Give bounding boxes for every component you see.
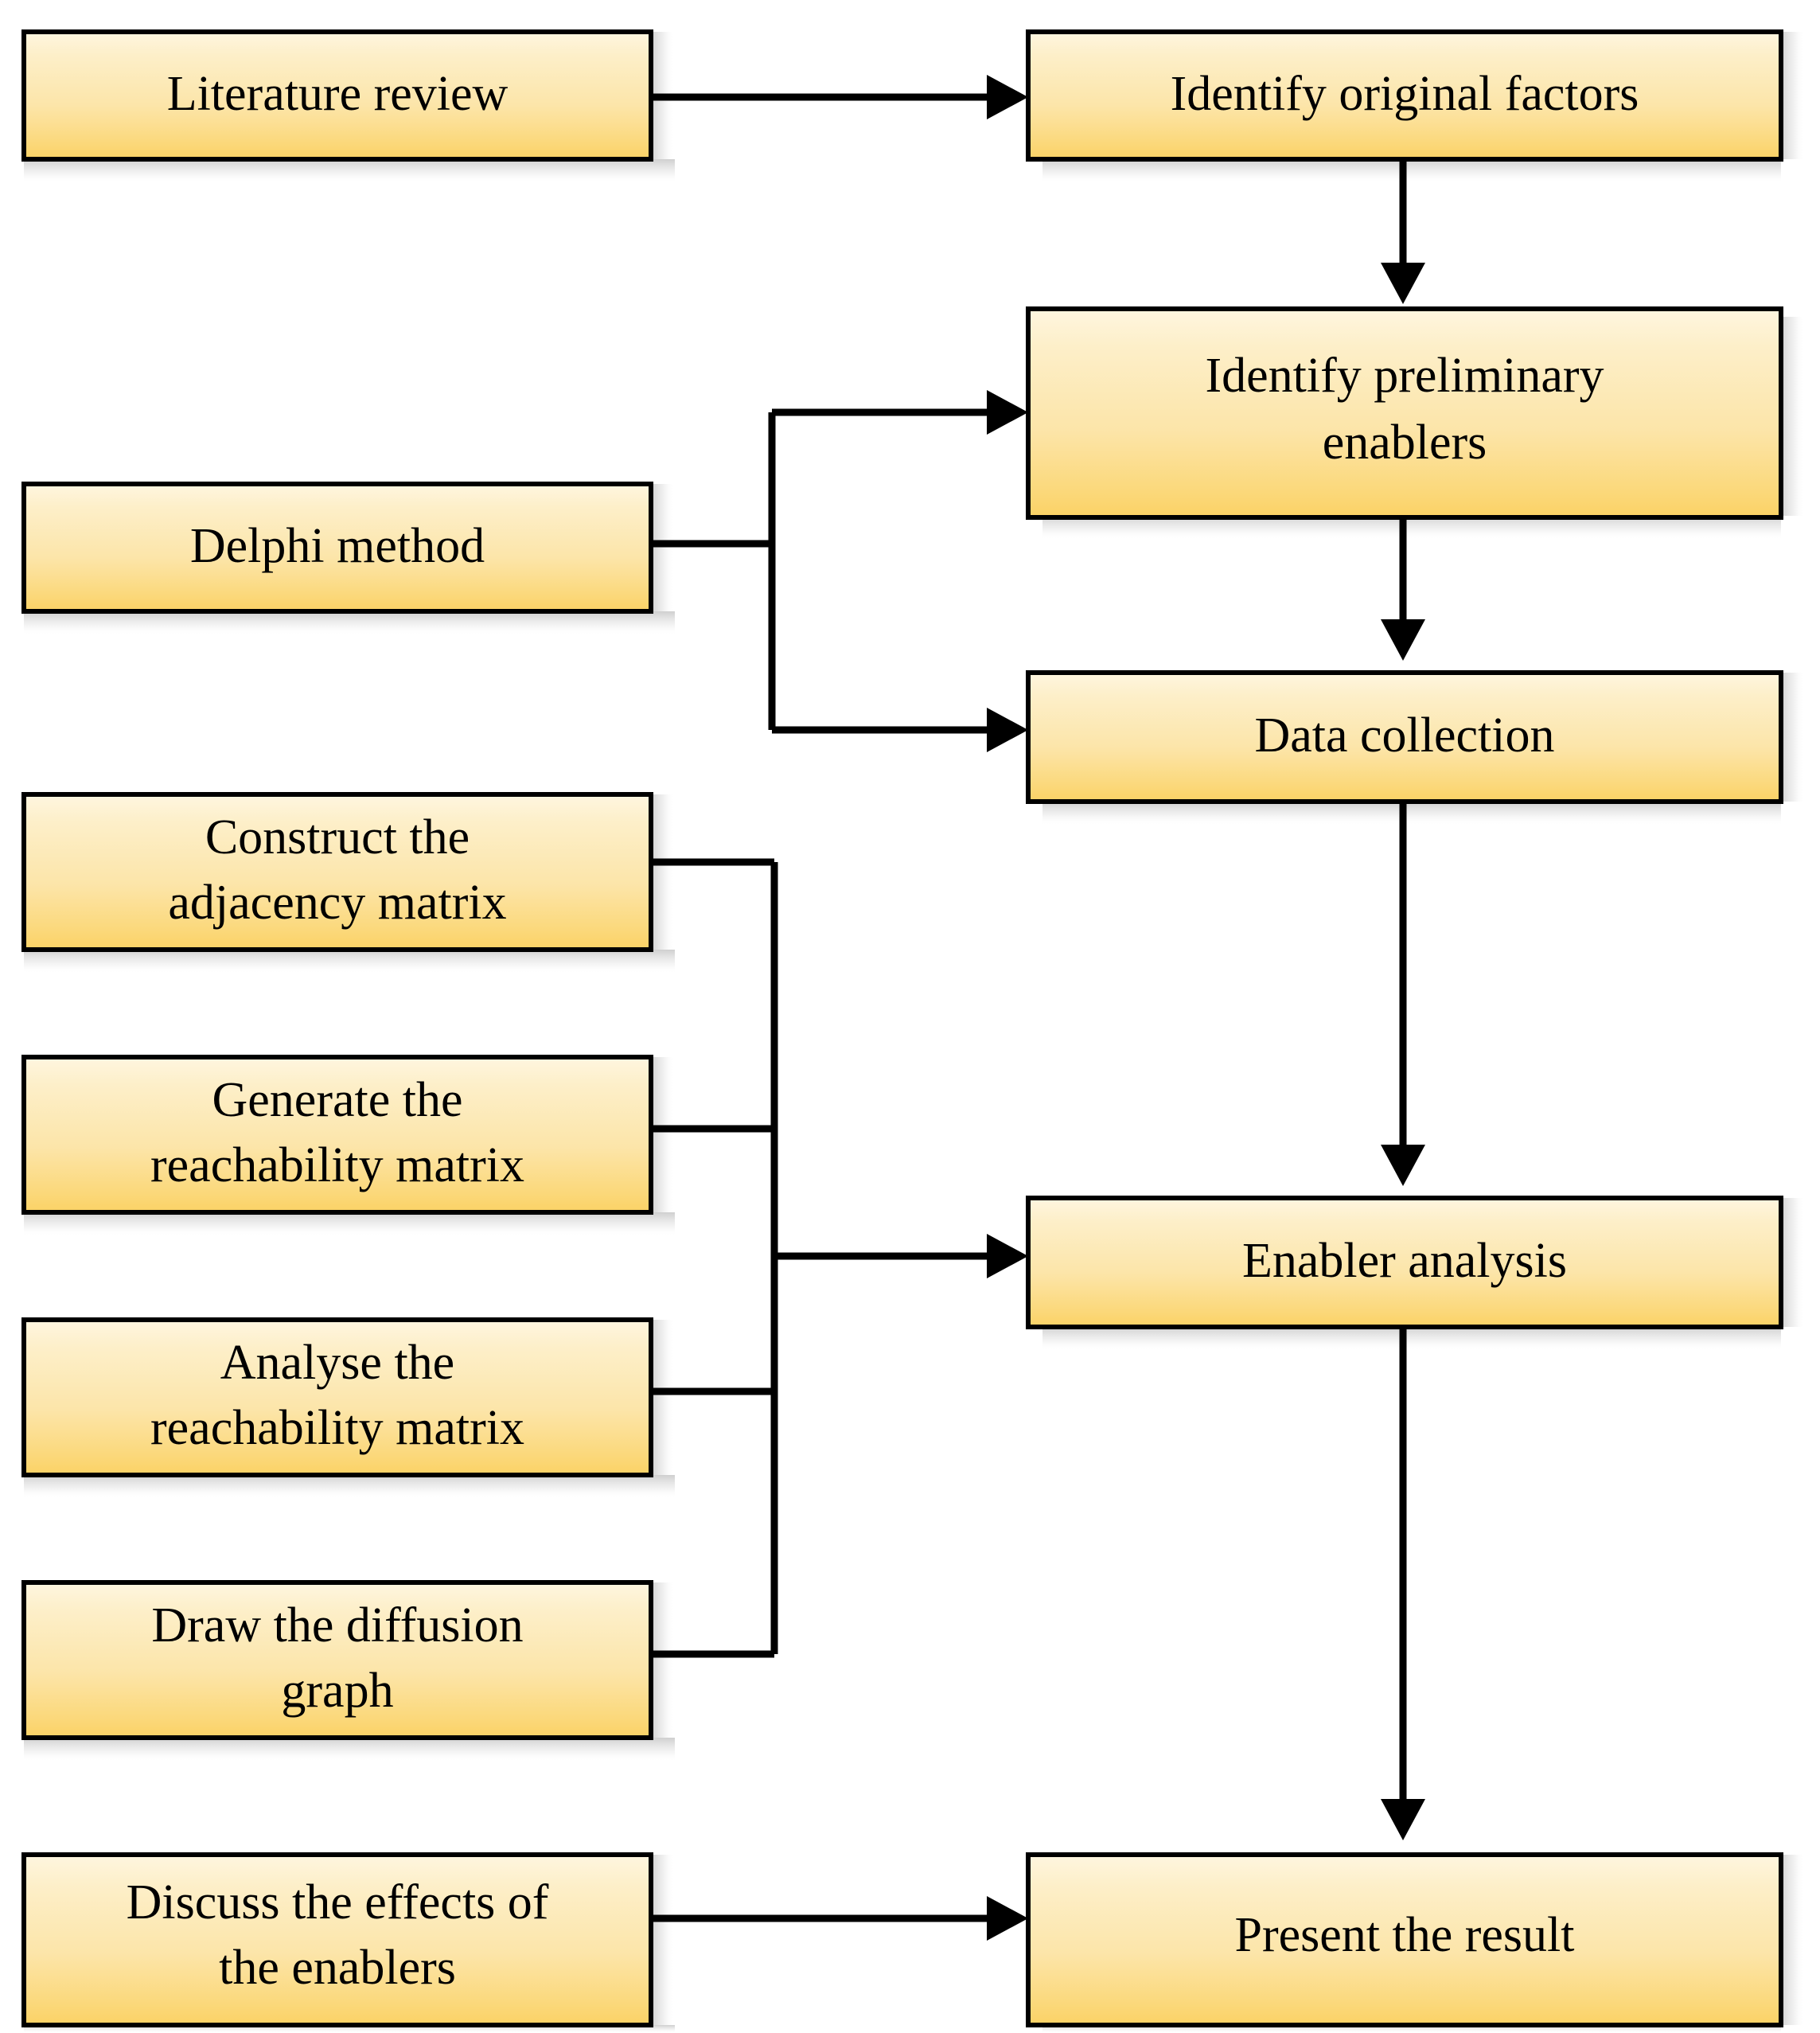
edge-delphi-branch	[651, 390, 1028, 752]
node-analyse-reachability-matrix[interactable]: Analyse the reachability matrix	[21, 1317, 653, 1477]
node-label-construct-adjacency-matrix-line2: adjacency matrix	[168, 876, 506, 930]
node-data-collection[interactable]: Data collection	[1026, 670, 1783, 804]
node-label-analyse-reachability-matrix-line1: Analyse the	[220, 1336, 454, 1390]
node-enabler-analysis[interactable]: Enabler analysis	[1026, 1196, 1783, 1329]
edge-data-to-enabler	[1381, 804, 1425, 1186]
node-label-enabler-analysis: Enabler analysis	[1242, 1234, 1567, 1288]
node-label-present-the-result: Present the result	[1234, 1908, 1574, 1962]
edge-factors-to-preliminary	[1381, 162, 1425, 304]
node-label-generate-reachability-matrix-line1: Generate the	[212, 1073, 463, 1127]
node-label-data-collection: Data collection	[1255, 708, 1555, 763]
edge-enabler-to-result	[1381, 1329, 1425, 1840]
node-label-literature-review: Literature review	[167, 67, 509, 121]
node-label-draw-diffusion-graph-line2: graph	[281, 1664, 393, 1718]
node-generate-reachability-matrix[interactable]: Generate the reachability matrix	[21, 1055, 653, 1215]
node-delphi-method[interactable]: Delphi method	[21, 482, 653, 614]
node-identify-preliminary-enablers[interactable]: Identify preliminary enablers	[1026, 306, 1783, 520]
node-present-the-result[interactable]: Present the result	[1026, 1852, 1783, 2027]
node-label-draw-diffusion-graph-line1: Draw the diffusion	[151, 1598, 523, 1653]
node-label-identify-preliminary-enablers-line2: enablers	[1323, 416, 1487, 470]
edge-matrix-bus-to-enabler	[651, 858, 1028, 1658]
node-construct-adjacency-matrix[interactable]: Construct the adjacency matrix	[21, 792, 653, 952]
edge-discuss-to-result	[651, 1896, 1028, 1941]
edge-preliminary-to-data	[1381, 518, 1425, 661]
node-label-identify-preliminary-enablers-line1: Identify preliminary	[1206, 349, 1604, 403]
node-label-generate-reachability-matrix-line2: reachability matrix	[150, 1138, 524, 1192]
box-shadow-layer	[24, 32, 1805, 2033]
node-label-delphi-method: Delphi method	[190, 519, 485, 573]
node-label-construct-adjacency-matrix-line1: Construct the	[205, 810, 470, 864]
node-identify-original-factors[interactable]: Identify original factors	[1026, 29, 1783, 162]
node-literature-review[interactable]: Literature review	[21, 29, 653, 162]
edge-literature-to-factors	[651, 75, 1028, 119]
node-label-identify-original-factors: Identify original factors	[1171, 67, 1639, 121]
connector-layer	[651, 75, 1425, 1941]
node-label-analyse-reachability-matrix-line2: reachability matrix	[150, 1401, 524, 1455]
node-label-discuss-effects-line1: Discuss the effects of	[127, 1875, 549, 1930]
node-draw-diffusion-graph[interactable]: Draw the diffusion graph	[21, 1580, 653, 1740]
node-discuss-effects-of-enablers[interactable]: Discuss the effects of the enablers	[21, 1852, 653, 2027]
node-label-discuss-effects-line2: the enablers	[219, 1941, 456, 1995]
